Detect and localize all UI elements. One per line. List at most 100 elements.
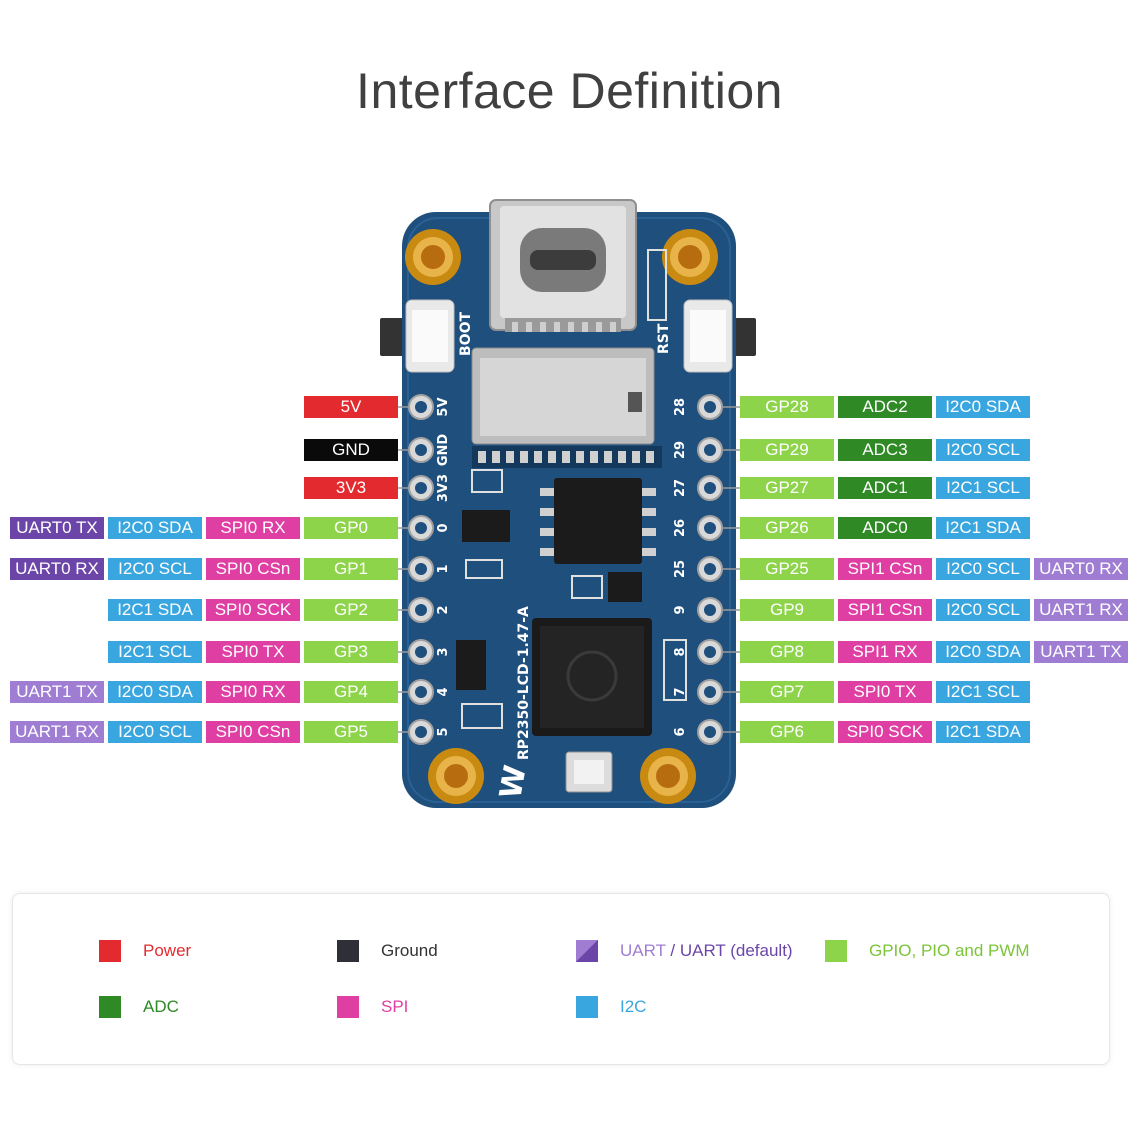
left-pin-label-spi: SPI0 RX [206, 517, 300, 539]
legend-swatch-uart [576, 940, 598, 962]
right-pin-label-adc: ADC3 [838, 439, 932, 461]
legend-label-spi: SPI [381, 997, 409, 1016]
silkscreen-left-pin-label: 5V [436, 397, 451, 416]
right-pin-label-i2c: I2C1 SDA [936, 721, 1030, 743]
silkscreen-right-pin-label: 25 [673, 560, 688, 578]
legend-label-uart-part1: UART [620, 941, 666, 960]
right-pin-label-adc: ADC0 [838, 517, 932, 539]
boot-button [380, 318, 406, 356]
left-pin-pad-hole [415, 726, 427, 738]
right-pin-label-i2c: I2C1 SDA [936, 517, 1030, 539]
left-pin-label-uart: UART0 RX [10, 558, 104, 580]
right-pin-label-gpio: GP28 [740, 396, 834, 418]
silkscreen-right-pin-label: 29 [673, 441, 688, 459]
silkscreen-right-pin-label: 27 [673, 479, 688, 497]
mounting-hole [640, 748, 696, 804]
right-pin-label-i2c: I2C0 SCL [936, 599, 1030, 621]
silkscreen-model: RP2350-LCD-1.47-A [516, 606, 532, 760]
left-pin-label-i2c: I2C0 SCL [108, 721, 202, 743]
silkscreen-right-pin-label: 8 [673, 647, 688, 656]
legend-label-uart-sep: / [665, 941, 680, 960]
legend-label-uart-part2: UART (default) [679, 941, 793, 960]
left-pin-label-i2c: I2C1 SCL [108, 641, 202, 663]
legend-label-adc: ADC [143, 997, 179, 1016]
left-pin-label-spi: SPI0 SCK [206, 599, 300, 621]
right-pin-label-i2c: I2C0 SDA [936, 641, 1030, 663]
left-pin-label-gpio: GP4 [304, 681, 398, 703]
right-pin-label-uart-light: UART1 RX [1034, 599, 1128, 621]
right-pin-label-gpio: GP6 [740, 721, 834, 743]
right-pin-label-uart-light: UART0 RX [1034, 558, 1128, 580]
left-pin-label-spi: SPI0 CSn [206, 721, 300, 743]
left-pin-pad-hole [415, 563, 427, 575]
left-pin-label-i2c: I2C0 SDA [108, 681, 202, 703]
right-pin-label-gpio: GP7 [740, 681, 834, 703]
left-pin-label-gpio: GP2 [304, 599, 398, 621]
legend-swatch-gpio [825, 940, 847, 962]
right-pin-pad-hole [704, 686, 716, 698]
left-pin-label-gpio: GP0 [304, 517, 398, 539]
right-pin-pad-hole [704, 646, 716, 658]
left-pin-pad-hole [415, 604, 427, 616]
left-pin-label-i2c: I2C0 SCL [108, 558, 202, 580]
right-pin-label-adc: ADC1 [838, 477, 932, 499]
legend-label-power: Power [143, 941, 192, 960]
silkscreen-left-pin-label: 1 [436, 564, 451, 573]
legend-label-ground: Ground [381, 941, 438, 960]
right-pin-pad-hole [704, 482, 716, 494]
silkscreen-boot: BOOT [458, 312, 474, 356]
mounting-hole [662, 229, 718, 285]
right-pin-label-spi: SPI0 TX [838, 681, 932, 703]
left-pin-pad-hole [415, 444, 427, 456]
legend: Power Ground UART / UART (default) GPIO,… [12, 893, 1110, 1065]
right-pin-label-adc: ADC2 [838, 396, 932, 418]
right-pin-label-i2c: I2C0 SDA [936, 396, 1030, 418]
board-illustration: W BOOT RST RP2350-LCD-1.47-A 5VGND3V3012… [380, 199, 756, 808]
legend-swatch-i2c [576, 996, 598, 1018]
legend-swatch-ground [337, 940, 359, 962]
waveshare-logo-icon: W [493, 763, 533, 802]
left-pin-label-i2c: I2C0 SDA [108, 517, 202, 539]
silkscreen-right-pin-label: 28 [673, 398, 688, 416]
page-title: Interface Definition [356, 63, 783, 119]
silkscreen-left-pin-label: 3V3 [436, 474, 451, 502]
legend-swatch-spi [337, 996, 359, 1018]
left-pin-label-power: 3V3 [304, 477, 398, 499]
left-pin-label-spi: SPI0 RX [206, 681, 300, 703]
right-pin-label-spi: SPI0 SCK [838, 721, 932, 743]
reset-button [730, 318, 756, 356]
legend-swatch-power [99, 940, 121, 962]
left-pin-label-ground: GND [304, 439, 398, 461]
silkscreen-right-pin-label: 7 [673, 687, 688, 696]
right-pin-label-gpio: GP26 [740, 517, 834, 539]
right-pin-label-spi: SPI1 RX [838, 641, 932, 663]
silkscreen-rst: RST [656, 323, 672, 354]
flash-chip [554, 478, 642, 564]
right-pin-label-i2c: I2C1 SCL [936, 477, 1030, 499]
right-pin-label-spi: SPI1 CSn [838, 599, 932, 621]
left-pin-pad-hole [415, 646, 427, 658]
right-pin-label-i2c: I2C1 SCL [936, 681, 1030, 703]
right-pin-pad-hole [704, 444, 716, 456]
left-pin-label-uart: UART0 TX [10, 517, 104, 539]
left-pin-pad-hole [415, 686, 427, 698]
right-pin-label-gpio: GP29 [740, 439, 834, 461]
legend-label-uart: UART / UART (default) [620, 938, 793, 964]
left-pin-pad-hole [415, 522, 427, 534]
left-pin-label-spi: SPI0 TX [206, 641, 300, 663]
legend-swatch-adc [99, 996, 121, 1018]
right-pin-pad-hole [704, 604, 716, 616]
legend-label-gpio: GPIO, PIO and PWM [869, 941, 1030, 960]
left-pin-label-gpio: GP3 [304, 641, 398, 663]
legend-label-i2c: I2C [620, 997, 647, 1016]
silkscreen-left-pin-label: 0 [436, 523, 451, 532]
left-pin-label-gpio: GP5 [304, 721, 398, 743]
left-pin-label-uart-light: UART1 RX [10, 721, 104, 743]
silkscreen-right-pin-label: 6 [673, 727, 688, 736]
left-pin-pad-hole [415, 401, 427, 413]
silkscreen-left-pin-label: 3 [436, 647, 451, 656]
left-pin-label-i2c: I2C1 SDA [108, 599, 202, 621]
pin-leader-lines [398, 406, 740, 733]
mounting-hole [405, 229, 461, 285]
right-pin-label-spi: SPI1 CSn [838, 558, 932, 580]
